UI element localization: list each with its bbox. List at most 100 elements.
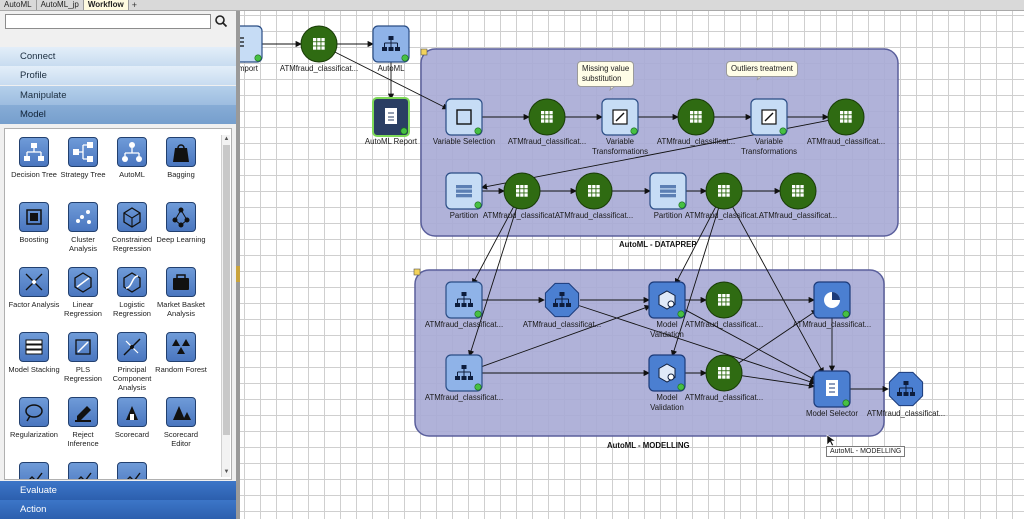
deep-learning-icon bbox=[166, 202, 196, 232]
tool-label: Random Forest bbox=[155, 365, 207, 374]
tab-automl-jp[interactable]: AutoML_jp bbox=[37, 0, 84, 10]
tool-factor-analysis[interactable]: Factor Analysis bbox=[8, 267, 60, 309]
workflow-diagram bbox=[240, 25, 924, 447]
splitter-grip-icon[interactable] bbox=[236, 266, 240, 282]
modelling-group-box bbox=[414, 269, 885, 437]
sidebar-splitter[interactable] bbox=[236, 11, 240, 519]
tool-label: Boosting bbox=[19, 235, 49, 244]
node-label-line: ATMfraud_classificat... bbox=[684, 320, 764, 329]
tool-label: PLS Regression bbox=[64, 365, 102, 383]
node-label-line: Partition bbox=[653, 211, 683, 220]
node-label-line: Partition bbox=[449, 211, 479, 220]
tool-linear-regression[interactable]: Linear Regression bbox=[57, 267, 109, 318]
tab-workflow[interactable]: Workflow bbox=[83, 0, 129, 10]
tool-random-forest[interactable]: Random Forest bbox=[155, 332, 207, 374]
tool-principal-component-analysis[interactable]: Principal Component Analysis bbox=[106, 332, 158, 392]
scroll-down-icon[interactable]: ▼ bbox=[223, 469, 230, 475]
node-label-line: Model bbox=[656, 320, 678, 329]
connector-atm5-mt2 bbox=[468, 208, 517, 357]
tool-label: Regularization bbox=[10, 430, 58, 439]
search-icon[interactable] bbox=[214, 14, 228, 29]
tool-bagging[interactable]: Bagging bbox=[155, 137, 207, 179]
tool-label: Market Basket Analysis bbox=[157, 300, 205, 318]
tool-more-21[interactable] bbox=[57, 462, 109, 479]
dataprep-group-title: AutoML - DATAPREP bbox=[619, 240, 697, 249]
scrollbar-thumb[interactable] bbox=[223, 145, 230, 435]
tool-pls-regression[interactable]: PLS Regression bbox=[57, 332, 109, 383]
tool-regularization[interactable]: Regularization bbox=[8, 397, 60, 439]
accordion-action[interactable]: Action bbox=[0, 500, 236, 519]
outliers-callout[interactable]: Outliers treatment bbox=[726, 61, 798, 77]
node-label-line: ATMfraud_classificat... bbox=[507, 137, 587, 146]
accordion-manipulate[interactable]: Manipulate bbox=[0, 86, 236, 105]
node-label-atm7: ATMfraud_classificat... bbox=[664, 211, 784, 221]
market-basket-icon bbox=[166, 267, 196, 297]
node-label-line: ATMfraud_classificat... bbox=[806, 137, 886, 146]
node-label-atm2: ATMfraud_classificat... bbox=[487, 137, 607, 147]
node-label-mt2: ATMfraud_classificat... bbox=[404, 393, 524, 403]
partial-tool-icon bbox=[117, 462, 147, 479]
node-label-line: ATMfraud_classificat... bbox=[522, 320, 602, 329]
connector-mt2-mv1 bbox=[480, 304, 651, 368]
palette-search-input[interactable] bbox=[5, 14, 211, 29]
tool-reject-inference[interactable]: Reject Inference bbox=[57, 397, 109, 448]
tool-decision-tree[interactable]: Decision Tree bbox=[8, 137, 60, 179]
tool-automl[interactable]: AutoML bbox=[106, 137, 158, 179]
node-label-part1: Partition bbox=[404, 211, 524, 221]
decision-tree-icon bbox=[19, 137, 49, 167]
tool-label: Decision Tree bbox=[11, 170, 57, 179]
node-label-line: Variable bbox=[754, 137, 784, 146]
connector-atm7-mv1 bbox=[674, 206, 717, 285]
tool-scorecard-editor[interactable]: Scorecard Editor bbox=[155, 397, 207, 448]
callout-line: substitution bbox=[582, 74, 622, 83]
accordion-profile[interactable]: Profile bbox=[0, 66, 236, 85]
tool-cluster-analysis[interactable]: Cluster Analysis bbox=[57, 202, 109, 253]
tool-more-20[interactable] bbox=[8, 462, 60, 479]
accordion-connect[interactable]: Connect bbox=[0, 47, 236, 66]
modelling-group-title: AutoML - MODELLING bbox=[607, 441, 690, 450]
node-label-line: ATMfraud_classificat... bbox=[554, 211, 634, 220]
tool-scorecard[interactable]: Scorecard bbox=[106, 397, 158, 439]
node-label-automl: AutoML bbox=[331, 64, 451, 74]
callout-line: Missing value bbox=[582, 64, 630, 73]
accordion-evaluate[interactable]: Evaluate bbox=[0, 481, 236, 500]
tool-boosting[interactable]: Boosting bbox=[8, 202, 60, 244]
node-label-line: Model bbox=[656, 393, 678, 402]
tool-strategy-tree[interactable]: Strategy Tree bbox=[57, 137, 109, 179]
accordion-model[interactable]: Model bbox=[0, 105, 236, 124]
scorecard-icon bbox=[117, 397, 147, 427]
node-palette-sidebar: Connect Profile Manipulate Model Decisio… bbox=[0, 11, 236, 519]
tab-automl[interactable]: AutoML bbox=[0, 0, 37, 10]
tool-label: AutoML bbox=[119, 170, 145, 179]
scroll-up-icon[interactable]: ▲ bbox=[223, 136, 230, 142]
node-label-line: mport bbox=[240, 64, 258, 73]
document-tab-bar: AutoML AutoML_jp Workflow + bbox=[0, 0, 1024, 11]
tool-more-22[interactable] bbox=[106, 462, 158, 479]
tool-model-stacking[interactable]: Model Stacking bbox=[8, 332, 60, 374]
add-tab-button[interactable]: + bbox=[131, 0, 137, 10]
tool-logistic-regression[interactable]: Logistic Regression bbox=[106, 267, 158, 318]
node-label-line: Model Selector bbox=[805, 409, 858, 418]
node-label-line: ATMfraud_classificat... bbox=[656, 137, 736, 146]
connector-atm7-mv2 bbox=[670, 208, 720, 357]
tool-market-basket-analysis[interactable]: Market Basket Analysis bbox=[155, 267, 207, 318]
tool-label: Bagging bbox=[167, 170, 195, 179]
tool-label: Logistic Regression bbox=[113, 300, 151, 318]
linear-regression-icon bbox=[68, 267, 98, 297]
tool-deep-learning[interactable]: Deep Learning bbox=[155, 202, 207, 244]
node-label-imp: mport bbox=[240, 64, 268, 74]
node-label-line: ATMfraud_classificat... bbox=[792, 320, 872, 329]
node-label-vsel: Variable Selection bbox=[404, 137, 524, 147]
node-label-line: Transformations bbox=[740, 147, 798, 156]
node-label-line: ATMfraud_classificat... bbox=[279, 64, 359, 73]
node-label-atm1: ATMfraud_classificat... bbox=[259, 64, 379, 74]
palette-scrollbar[interactable]: ▲ ▼ bbox=[221, 135, 230, 477]
node-label-line: ATMfraud_classificat... bbox=[684, 393, 764, 402]
tool-constrained-regression[interactable]: Constrained Regression bbox=[106, 202, 158, 253]
boosting-icon bbox=[19, 202, 49, 232]
